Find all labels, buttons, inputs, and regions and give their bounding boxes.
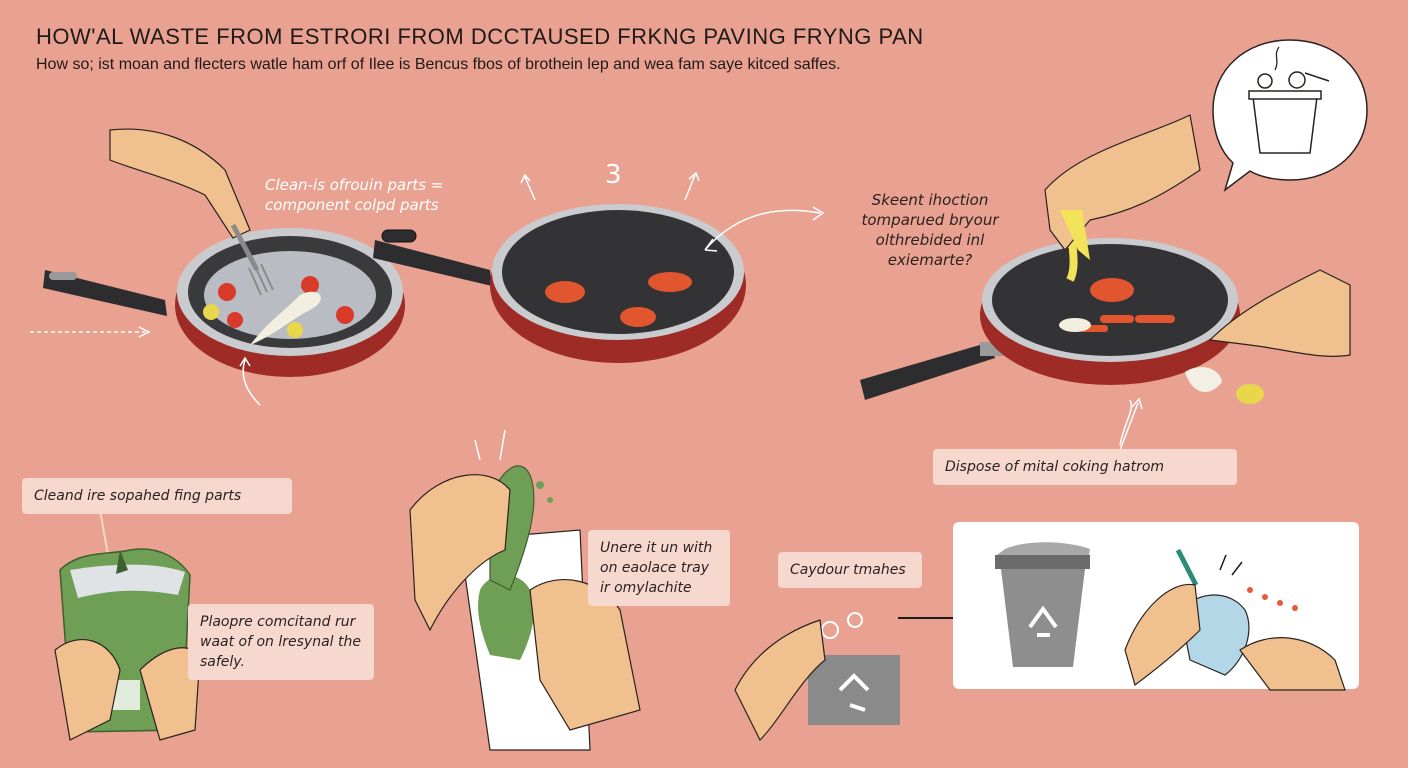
step1-label: Clean-is ofrouin parts = component colpd… (265, 176, 444, 214)
arrow-step4 (1119, 397, 1143, 451)
waste-container (409, 429, 641, 751)
arrows-step2 (520, 171, 825, 252)
recycling-bin (995, 542, 1090, 667)
step3-label: Skeent ihoction tomparued bryour olthreb… (861, 191, 999, 269)
frying-pan-1 (30, 128, 405, 406)
recycle-icon (838, 673, 870, 712)
step2-number: 3 (605, 160, 622, 190)
step5-label-box: Cleand ire sopahed fing parts (22, 478, 292, 514)
step8-illustration (734, 612, 900, 742)
green-bag (54, 509, 201, 741)
hand-with-bag (1124, 548, 1346, 691)
step5-label: Cleand ire sopahed fing parts (34, 488, 242, 504)
step6-label-box: Plaopre comcitand rur waat of on lresyna… (188, 604, 374, 680)
page-title: HOW'AL WASTE FROM ESTRORI FROM DCCTAUSED… (36, 24, 924, 49)
trash-bin-icon (1248, 46, 1330, 154)
recycle-icon (1028, 605, 1058, 637)
speech-bubble-icon (1212, 39, 1368, 192)
step4-label: Dispose of mital coking hatrom (945, 459, 1165, 475)
step6-label: Plaopre comcitand rur waat of on lresyna… (200, 614, 361, 670)
frying-pan-2 (373, 204, 746, 363)
step7-label-box: Unere it un with on eaolace tray ir omyl… (588, 530, 730, 606)
step8-label-box: Caydour tmahes (778, 552, 922, 588)
page-subtitle: How so; ist moan and flecters watle ham … (36, 56, 841, 73)
frying-pan-3 (860, 114, 1351, 446)
step8-label: Caydour tmahes (790, 562, 906, 578)
step4-label-box: Dispose of mital coking hatrom (933, 449, 1237, 485)
fork-icon (230, 223, 274, 296)
step7-label: Unere it un with on eaolace tray ir omyl… (600, 540, 713, 596)
